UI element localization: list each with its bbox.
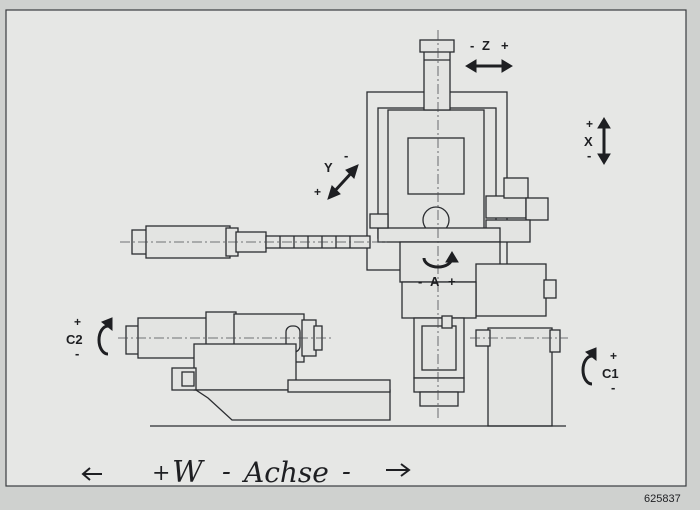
- a-axis-indicator: - A +: [418, 251, 459, 289]
- y-label: Y: [324, 160, 333, 175]
- double-arrow-vertical-icon: [597, 117, 611, 165]
- arrow-left-icon: [81, 467, 102, 481]
- x-label: X: [584, 134, 593, 149]
- w-dash: -: [222, 457, 231, 487]
- c2-minus: -: [75, 346, 79, 361]
- a-minus: -: [418, 274, 422, 289]
- rotation-arrow-icon: [422, 251, 459, 269]
- w-trailing-dash: -: [342, 457, 351, 487]
- a-plus: +: [448, 274, 456, 289]
- workpiece-spindle-c2: [118, 311, 391, 421]
- x-axis-indicator: + X -: [584, 117, 611, 165]
- w-label: W: [172, 455, 205, 490]
- c2-axis-indicator: + C2 -: [66, 315, 113, 361]
- a-label: A: [430, 274, 440, 289]
- rotation-arrow-icon: [581, 347, 597, 386]
- arrow-right-icon: [386, 463, 411, 477]
- y-plus: +: [314, 185, 321, 199]
- c1-axis-indicator: + C1 -: [581, 347, 619, 395]
- machine-head: [366, 39, 549, 271]
- z-plus: +: [501, 38, 509, 53]
- z-minus: -: [470, 38, 474, 53]
- x-minus: -: [587, 148, 591, 163]
- y-minus: -: [344, 148, 348, 163]
- c1-label: C1: [602, 366, 619, 381]
- c2-label: C2: [66, 332, 83, 347]
- c2-plus: +: [74, 315, 81, 329]
- rotation-arrow-icon: [97, 317, 113, 356]
- z-label: Z: [482, 38, 490, 53]
- x-plus: +: [586, 117, 593, 131]
- c1-minus: -: [611, 380, 615, 395]
- w-axis-handwritten: + W - Achse -: [81, 455, 411, 490]
- c1-plus: +: [610, 349, 617, 363]
- w-word: Achse: [241, 456, 329, 489]
- double-arrow-diagonal-icon: [327, 164, 359, 200]
- y-axis-indicator: Y - +: [314, 148, 359, 200]
- part-number: 625837: [644, 493, 681, 505]
- double-arrow-horizontal-icon: [465, 59, 513, 73]
- horizontal-spindle: [120, 225, 390, 259]
- w-plus: +: [152, 461, 170, 486]
- z-axis-indicator: - Z +: [465, 38, 513, 73]
